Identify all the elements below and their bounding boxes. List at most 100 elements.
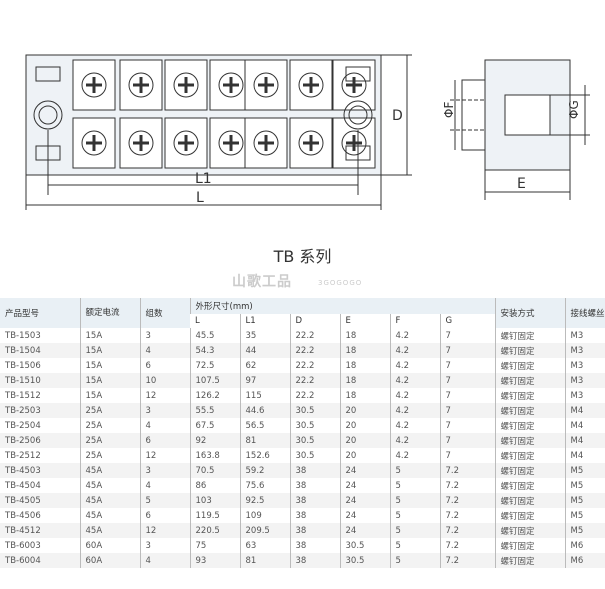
screw-slot-icon bbox=[86, 135, 102, 151]
table-cell: 7.2 bbox=[439, 463, 496, 478]
table-cell: M5 bbox=[564, 463, 605, 478]
terminal-block-drawing: L1 L D E ΦF ΦG bbox=[25, 54, 590, 210]
table-cell: 6 bbox=[139, 358, 190, 373]
table-cell: 20 bbox=[339, 403, 390, 418]
table-cell: 24 bbox=[339, 478, 390, 493]
table-cell: 72.5 bbox=[189, 358, 240, 373]
table-cell: 螺钉固定 bbox=[494, 403, 566, 418]
table-cell: TB-1510 bbox=[0, 373, 80, 388]
table-cell: 5 bbox=[389, 508, 440, 523]
table-cell: 螺钉固定 bbox=[494, 463, 566, 478]
table-cell: TB-4504 bbox=[5, 480, 41, 491]
table-cell: 55.5 bbox=[189, 403, 240, 418]
table-cell: 15A bbox=[79, 343, 140, 358]
table-cell: 4.2 bbox=[389, 448, 440, 463]
table-cell: 22.2 bbox=[289, 388, 340, 403]
table-cell: 7 bbox=[439, 448, 496, 463]
table-cell: 56.5 bbox=[239, 418, 290, 433]
table-cell: 45.5 bbox=[189, 328, 240, 343]
l1-label: L1 bbox=[195, 171, 212, 187]
table-cell: 24 bbox=[339, 508, 390, 523]
table-cell: 45A bbox=[79, 478, 140, 493]
table-cell: 60A bbox=[79, 538, 140, 553]
l-label: L bbox=[196, 190, 204, 206]
table-cell: 4 bbox=[139, 418, 190, 433]
table-cell: 6 bbox=[139, 508, 190, 523]
table-cell: 20 bbox=[339, 418, 390, 433]
table-cell: 93 bbox=[189, 553, 240, 568]
table-cell: TB-2504 bbox=[5, 420, 41, 431]
table-cell: 5 bbox=[389, 463, 440, 478]
table-cell: 螺钉固定 bbox=[494, 538, 566, 553]
table-cell: 62 bbox=[239, 358, 290, 373]
table-cell: 38 bbox=[289, 508, 340, 523]
table-cell: 30.5 bbox=[289, 448, 340, 463]
table-cell: 24 bbox=[339, 493, 390, 508]
table-cell: M3 bbox=[564, 328, 605, 343]
table-cell: 7.2 bbox=[439, 493, 496, 508]
screw-slot-icon bbox=[86, 77, 102, 93]
d-label: D bbox=[392, 108, 403, 124]
screw-slot-icon bbox=[303, 135, 319, 151]
table-cell: 7 bbox=[439, 358, 496, 373]
table-cell: 5 bbox=[139, 493, 190, 508]
table-cell: 5 bbox=[389, 538, 440, 553]
header-screw: 接线螺丝 bbox=[564, 298, 605, 328]
table-cell: 螺钉固定 bbox=[494, 478, 566, 493]
table-cell: 25A bbox=[79, 403, 140, 418]
table-cell: 7.2 bbox=[439, 508, 496, 523]
table-cell: 22.2 bbox=[289, 358, 340, 373]
table-cell: 38 bbox=[289, 523, 340, 538]
table-cell: TB-4505 bbox=[0, 493, 80, 508]
table-cell: 60A bbox=[79, 553, 140, 568]
table-cell: 7.2 bbox=[439, 478, 496, 493]
table-cell: 5 bbox=[389, 493, 440, 508]
table-cell: 86 bbox=[189, 478, 240, 493]
table-cell: 4.2 bbox=[389, 343, 440, 358]
header-dim: F bbox=[389, 314, 440, 328]
table-cell: M5 bbox=[564, 478, 605, 493]
table-cell: 59.2 bbox=[239, 463, 290, 478]
table-cell: 18 bbox=[339, 373, 390, 388]
table-cell: 3 bbox=[139, 403, 190, 418]
table-cell: 18 bbox=[339, 343, 390, 358]
table-cell: 44.6 bbox=[239, 403, 290, 418]
table-cell: TB-1512 bbox=[5, 390, 41, 401]
table-cell: TB-1506 bbox=[5, 360, 41, 371]
table-cell: 3 bbox=[139, 328, 190, 343]
table-cell: 70.5 bbox=[189, 463, 240, 478]
table-cell: 81 bbox=[239, 553, 290, 568]
table-cell: 92.5 bbox=[239, 493, 290, 508]
screw-slot-icon bbox=[346, 77, 362, 93]
table-cell: 220.5 bbox=[189, 523, 240, 538]
table-cell: 4.2 bbox=[389, 373, 440, 388]
table-cell: 螺钉固定 bbox=[494, 523, 566, 538]
table-cell: 12 bbox=[139, 523, 190, 538]
table-cell: 3 bbox=[139, 463, 190, 478]
header-current: 额定电流 bbox=[79, 298, 140, 328]
table-cell: M6 bbox=[564, 538, 605, 553]
table-cell: 92 bbox=[189, 433, 240, 448]
table-cell: 螺钉固定 bbox=[494, 418, 566, 433]
table-cell: M4 bbox=[564, 448, 605, 463]
table-cell: 7.2 bbox=[439, 553, 496, 568]
table-cell: 螺钉固定 bbox=[494, 493, 566, 508]
table-cell: M5 bbox=[564, 523, 605, 538]
table-cell: TB-1503 bbox=[5, 330, 41, 341]
header-dim: D bbox=[289, 314, 340, 328]
table-cell: 126.2 bbox=[189, 388, 240, 403]
table-cell: 75.6 bbox=[239, 478, 290, 493]
table-cell: 5 bbox=[389, 478, 440, 493]
table-cell: 5 bbox=[389, 553, 440, 568]
table-cell: 38 bbox=[289, 478, 340, 493]
table-cell: 15A bbox=[79, 328, 140, 343]
table-cell: 30.5 bbox=[289, 418, 340, 433]
table-cell: 30.5 bbox=[339, 538, 390, 553]
